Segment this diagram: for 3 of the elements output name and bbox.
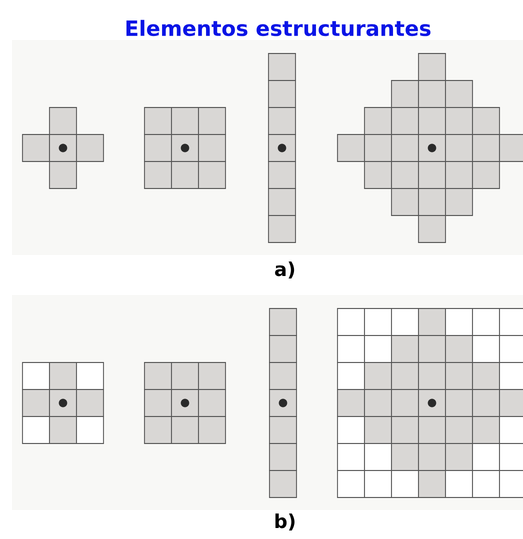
panel-label: a) <box>275 262 294 278</box>
title: Elementos estructurantes <box>126 20 430 36</box>
panel-label: b) <box>275 514 294 530</box>
